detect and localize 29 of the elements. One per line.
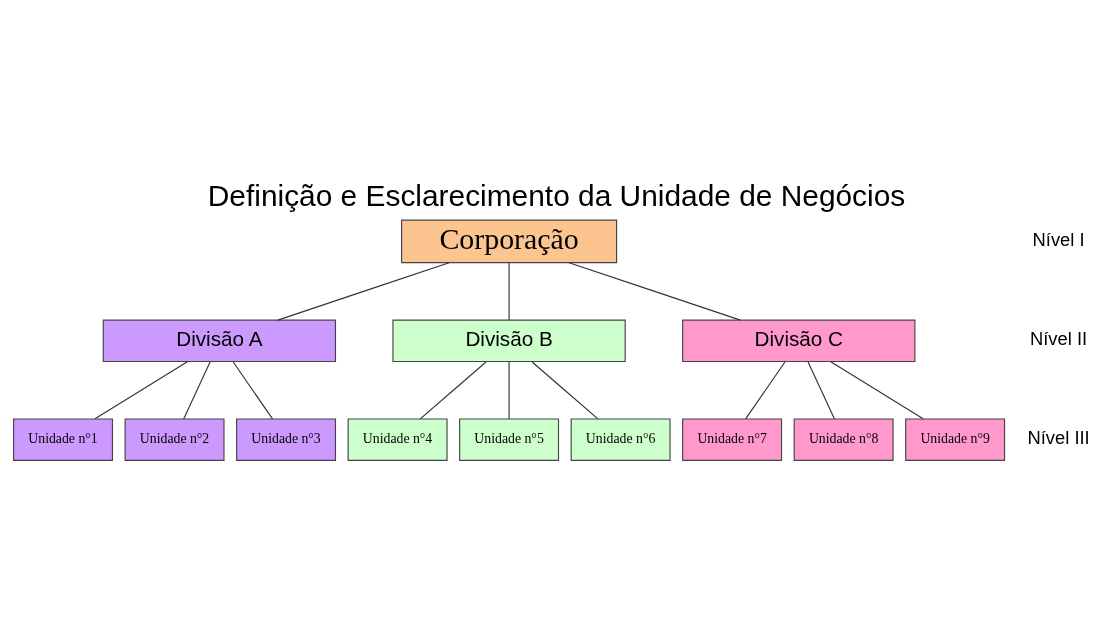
connector <box>568 261 741 321</box>
node-box: Divisão B <box>392 319 626 362</box>
node-box: Unidade n°3 <box>236 417 337 461</box>
connector <box>745 360 786 419</box>
connector <box>419 360 487 419</box>
connector <box>232 360 274 419</box>
diagram-title: Definição e Esclarecimento da Unidade de Negócios <box>207 178 906 212</box>
node-box: Unidade n°4 <box>347 417 448 461</box>
connector <box>183 360 211 419</box>
node-box: Unidade n°1 <box>13 417 114 461</box>
connector <box>94 360 188 419</box>
connector <box>531 360 599 419</box>
node-box: Divisão A <box>102 319 337 362</box>
connector <box>277 261 450 321</box>
node-box: Unidade n°2 <box>124 417 225 461</box>
node-box: Corporação <box>401 219 618 263</box>
node-box: Unidade n°5 <box>459 417 560 461</box>
connector <box>830 360 924 419</box>
node-box: Divisão C <box>682 319 916 362</box>
connector <box>508 360 510 419</box>
label: Nível I <box>1032 228 1085 250</box>
node-box: Unidade n°7 <box>682 417 783 461</box>
label: Nível II <box>1030 327 1088 349</box>
node-box: Unidade n°9 <box>905 417 1006 461</box>
connector <box>508 261 510 320</box>
connector <box>807 360 836 419</box>
node-box: Unidade n°8 <box>793 417 894 461</box>
node-box: Unidade n°6 <box>570 417 671 461</box>
label: Nível III <box>1027 426 1090 448</box>
